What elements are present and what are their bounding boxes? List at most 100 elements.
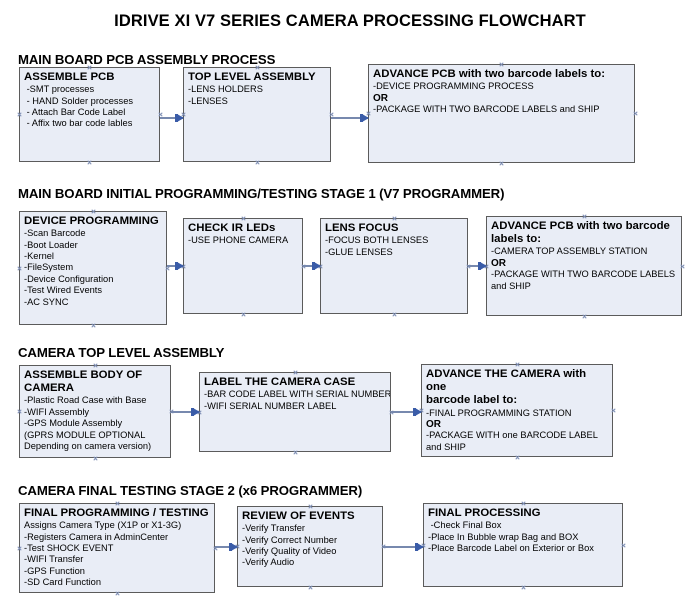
process-box-line: -BAR CODE LABEL WITH SERIAL NUMBER bbox=[204, 389, 391, 400]
process-box-assemble-body-of-camera[interactable]: ASSEMBLE BODY OF CAMERA-Plastic Road Cas… bbox=[19, 365, 171, 458]
flow-connector-line bbox=[160, 117, 183, 119]
process-box-line: (GPRS MODULE OPTIONAL bbox=[24, 429, 146, 440]
process-box-line: -FINAL PROGRAMMING STATION bbox=[426, 407, 572, 418]
flow-arrow-tail bbox=[413, 408, 416, 416]
process-box-title: FINAL PROGRAMMING / TESTING bbox=[24, 507, 209, 519]
flow-connector-line bbox=[383, 546, 423, 548]
flow-arrow-head bbox=[193, 408, 200, 416]
flow-arrow-tail bbox=[478, 262, 481, 270]
process-box-line: -Place Barcode Label on Exterior or Box bbox=[428, 543, 594, 554]
process-box-line: -FileSystem bbox=[24, 262, 74, 273]
process-box-line: -PACKAGE WITH one BARCODE LABEL bbox=[426, 430, 598, 441]
process-box-title: ASSEMBLE BODY OF CAMERA bbox=[24, 369, 143, 395]
process-box-line: -Boot Loader bbox=[24, 239, 78, 250]
flow-connector-line bbox=[468, 265, 486, 267]
process-box-title: TOP LEVEL ASSEMBLY bbox=[188, 71, 316, 83]
process-box-advance-pcb-with-two-barcode-labels-to[interactable]: ADVANCE PCB with two barcode labels to:-… bbox=[486, 216, 682, 316]
process-box-line: -USE PHONE CAMERA bbox=[188, 235, 289, 246]
process-box-line: -LENS HOLDERS bbox=[188, 84, 263, 95]
process-box-title: ASSEMBLE PCB bbox=[24, 71, 115, 83]
flow-arrow-head bbox=[314, 262, 321, 270]
section-heading-main-board-pcb-assembly-process: MAIN BOARD PCB ASSEMBLY PROCESS bbox=[18, 52, 276, 67]
process-box-line: -LENSES bbox=[188, 95, 228, 106]
process-box-advance-the-camera-with-one-barcode-label-to[interactable]: ADVANCE THE CAMERA with one barcode labe… bbox=[421, 364, 613, 457]
process-box-line: -Check Final Box bbox=[428, 520, 502, 531]
process-box-line: - HAND Solder processes bbox=[24, 95, 134, 106]
process-box-line: -FOCUS BOTH LENSES bbox=[325, 235, 429, 246]
process-box-line: -Plastic Road Case with Base bbox=[24, 395, 147, 406]
flow-connector-line bbox=[391, 411, 421, 413]
flow-arrow-tail bbox=[175, 262, 178, 270]
process-box-line: Depending on camera version) bbox=[24, 441, 152, 452]
process-box-line: -PACKAGE WITH TWO BARCODE LABELS and SHI… bbox=[373, 104, 600, 115]
flow-arrow-tail bbox=[175, 114, 178, 122]
process-box-line: -Place In Bubble wrap Bag and BOX bbox=[428, 531, 579, 542]
process-box-line: -Registers Camera in AdminCenter bbox=[24, 531, 169, 542]
process-box-line: -DEVICE PROGRAMMING PROCESS bbox=[373, 81, 534, 92]
process-box-line: -GLUE LENSES bbox=[325, 246, 393, 257]
process-box-title: FINAL PROCESSING bbox=[428, 507, 541, 519]
process-box-line: - Attach Bar Code Label bbox=[24, 107, 126, 118]
process-box-assemble-pcb[interactable]: ASSEMBLE PCB -SMT processes - HAND Solde… bbox=[19, 67, 160, 162]
flow-connector-line bbox=[215, 546, 237, 548]
process-box-device-programming[interactable]: DEVICE PROGRAMMING-Scan Barcode-Boot Loa… bbox=[19, 211, 167, 325]
flow-arrow-tail bbox=[360, 114, 363, 122]
process-box-line: OR bbox=[426, 419, 441, 431]
process-box-line: -WIFI Assembly bbox=[24, 406, 90, 417]
process-box-line: -CAMERA TOP ASSEMBLY STATION bbox=[491, 246, 648, 257]
process-box-line: -WIFI Transfer bbox=[24, 554, 84, 565]
process-box-top-level-assembly[interactable]: TOP LEVEL ASSEMBLY-LENS HOLDERS-LENSES bbox=[183, 67, 331, 162]
process-box-line: -Kernel bbox=[24, 251, 54, 262]
process-box-final-processing[interactable]: FINAL PROCESSING -Check Final Box-Place … bbox=[423, 503, 623, 587]
process-box-label-the-camera-case[interactable]: LABEL THE CAMERA CASE-BAR CODE LABEL WIT… bbox=[199, 372, 391, 452]
flow-connector-line bbox=[171, 411, 199, 413]
process-box-title: REVIEW OF EVENTS bbox=[242, 510, 355, 522]
process-box-line: -SD Card Function bbox=[24, 577, 101, 588]
page-title: IDRIVE XI V7 SERIES CAMERA PROCESSING FL… bbox=[114, 12, 586, 30]
process-box-title: LABEL THE CAMERA CASE bbox=[204, 376, 356, 388]
flow-arrow-head bbox=[415, 408, 422, 416]
section-heading-camera-final-testing-stage-2-x6-programmer: CAMERA FINAL TESTING STAGE 2 (x6 PROGRAM… bbox=[18, 483, 363, 498]
process-box-line: and SHIP bbox=[426, 441, 466, 452]
process-box-title: ADVANCE PCB with two barcode labels to: bbox=[373, 68, 606, 80]
process-box-line: and SHIP bbox=[491, 280, 531, 291]
flow-arrow-tail bbox=[312, 262, 315, 270]
process-box-check-ir-leds[interactable]: CHECK IR LEDs-USE PHONE CAMERA bbox=[183, 218, 303, 314]
process-box-line: -Scan Barcode bbox=[24, 228, 86, 239]
process-box-line: -SMT processes bbox=[24, 84, 95, 95]
process-box-line: -Verify Audio bbox=[242, 557, 295, 568]
process-box-line: -GPS Function bbox=[24, 565, 85, 576]
flow-arrow-head bbox=[177, 262, 184, 270]
process-box-line: OR bbox=[373, 92, 388, 104]
flow-arrow-head bbox=[177, 114, 184, 122]
flow-arrow-head bbox=[480, 262, 487, 270]
section-heading-camera-top-level-assembly: CAMERA TOP LEVEL ASSEMBLY bbox=[18, 345, 225, 360]
process-box-line: -AC SYNC bbox=[24, 296, 69, 307]
flow-arrow-head bbox=[362, 114, 369, 122]
flow-connector-line bbox=[331, 117, 368, 119]
section-heading-main-board-initial-programming-testing-stage: MAIN BOARD INITIAL PROGRAMMING/TESTING S… bbox=[18, 186, 505, 201]
process-box-review-of-events[interactable]: REVIEW OF EVENTS-Verify Transfer -Verify … bbox=[237, 506, 383, 587]
flow-arrow-tail bbox=[191, 408, 194, 416]
process-box-line: -Verify Quality of Video bbox=[242, 546, 337, 557]
process-box-line: -Device Configuration bbox=[24, 273, 114, 284]
process-box-lens-focus[interactable]: LENS FOCUS-FOCUS BOTH LENSES-GLUE LENSES bbox=[320, 218, 468, 314]
process-box-line: -GPS Module Assembly bbox=[24, 418, 123, 429]
process-box-advance-pcb-with-two-barcode-labels-to[interactable]: ADVANCE PCB with two barcode labels to:-… bbox=[368, 64, 635, 163]
process-box-line: -PACKAGE WITH TWO BARCODE LABELS bbox=[491, 269, 676, 280]
process-box-title: LENS FOCUS bbox=[325, 222, 399, 234]
flow-connector-line bbox=[303, 265, 320, 267]
process-box-line: - Affix two bar code lables bbox=[24, 118, 133, 129]
process-box-title: DEVICE PROGRAMMING bbox=[24, 215, 159, 227]
flow-arrow-tail bbox=[229, 543, 232, 551]
process-box-line: Assigns Camera Type (X1P or X1-3G) bbox=[24, 520, 182, 531]
process-box-line: -Test Wired Events bbox=[24, 285, 103, 296]
process-box-title: ADVANCE THE CAMERA with one barcode labe… bbox=[426, 368, 587, 407]
flow-arrow-head bbox=[417, 543, 424, 551]
process-box-line: -Test SHOCK EVENT bbox=[24, 543, 114, 554]
process-box-line: -Verify Transfer bbox=[242, 523, 306, 534]
flow-arrow-head bbox=[231, 543, 238, 551]
process-box-line: -WIFI SERIAL NUMBER LABEL bbox=[204, 400, 337, 411]
